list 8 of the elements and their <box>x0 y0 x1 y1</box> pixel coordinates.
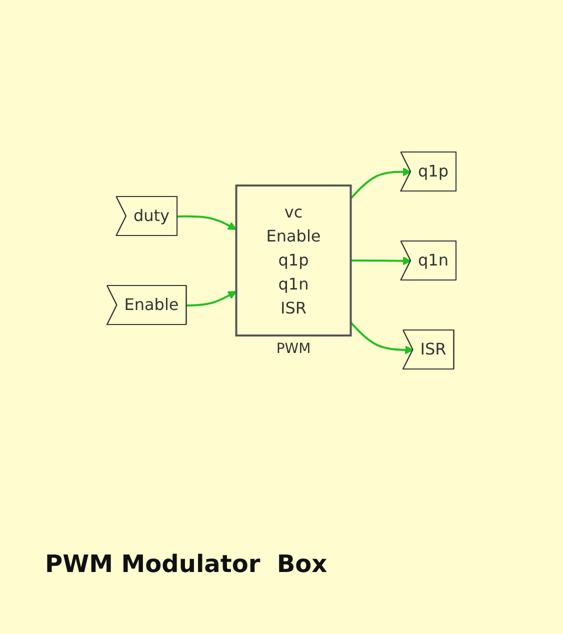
arrow <box>186 290 237 306</box>
arrow <box>350 166 412 199</box>
node-box: vc Enable q1p q1n ISR <box>235 184 352 336</box>
caption: PWM Modulator Box <box>45 550 328 578</box>
arrow <box>178 214 237 230</box>
block-name: PWM <box>275 341 312 357</box>
arrow <box>350 256 412 265</box>
arrow <box>350 321 414 354</box>
